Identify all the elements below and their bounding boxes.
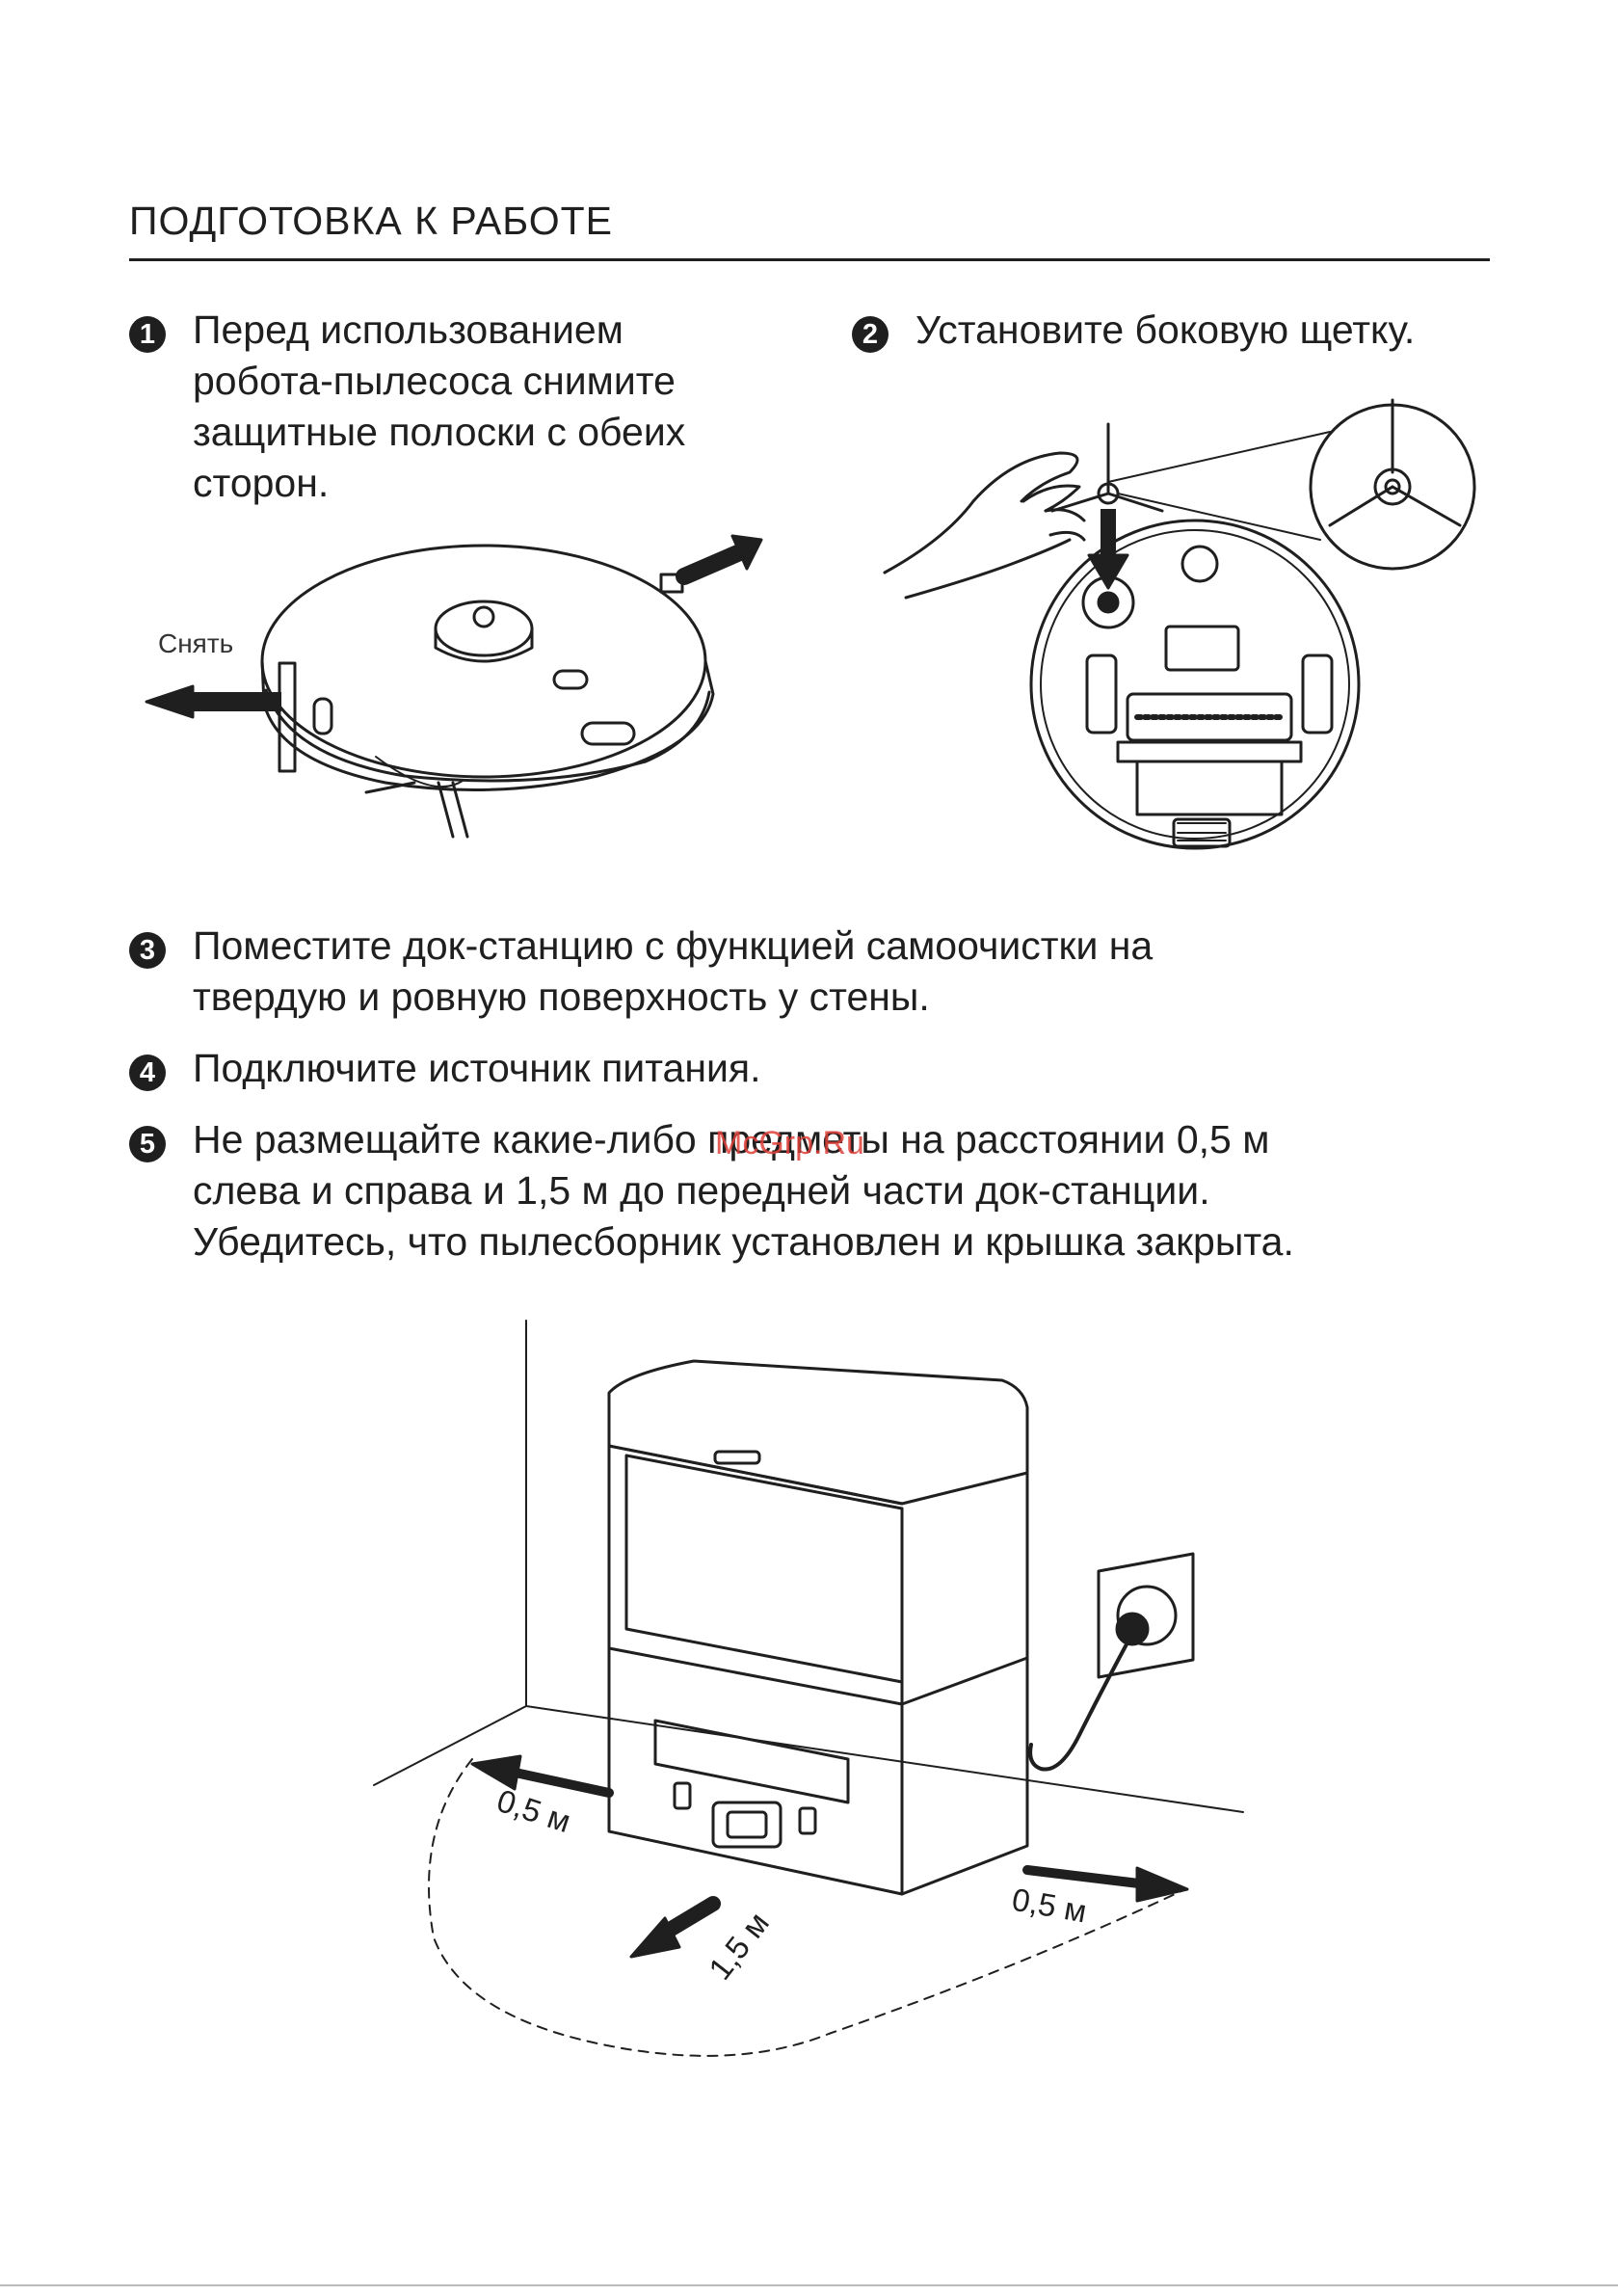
title-rule — [129, 258, 1490, 261]
step-4: 4 Подключите источник питания. — [129, 1043, 760, 1094]
robot-underside-illustration — [1029, 519, 1361, 850]
clearance-zone — [428, 1758, 1186, 2057]
step-4-number: 4 — [129, 1055, 166, 1091]
robot-vacuum-illustration — [260, 544, 715, 839]
hand-illustration — [883, 451, 1086, 600]
right-clearance-arrow — [1022, 1865, 1189, 1903]
power-socket-illustration — [1028, 1552, 1195, 1772]
step-5: 5 Не размещайте какие-либо предметы на р… — [129, 1114, 1294, 1268]
step-3-number: 3 — [129, 932, 166, 969]
step-3-text: Поместите док-станцию с функцией самоочи… — [193, 923, 1154, 1019]
remove-label: Снять — [158, 628, 234, 658]
right-pull-arrow — [676, 534, 763, 585]
left-pull-arrow — [145, 684, 281, 719]
step-4-text: Подключите источник питания. — [193, 1046, 761, 1090]
step-2: 2 Установите боковую щетку. — [852, 305, 1415, 356]
page-bottom-edge — [0, 2284, 1618, 2286]
zoom-callout-illustration — [1107, 398, 1476, 571]
front-clearance-arrow — [629, 1896, 721, 1959]
step-1-text: Перед использованием робота-пылесоса сни… — [193, 307, 686, 505]
step-1-number: 1 — [129, 316, 166, 353]
step-2-number: 2 — [852, 316, 889, 353]
dock-station-illustration — [607, 1359, 1029, 1896]
left-clearance-arrow — [470, 1754, 614, 1798]
step-2-text: Установите боковую щетку. — [915, 307, 1416, 352]
step-5-text: Не размещайте какие-либо предметы на рас… — [193, 1117, 1294, 1264]
page-title: ПОДГОТОВКА К РАБОТЕ — [129, 199, 614, 243]
step-3: 3 Поместите док-станцию с функцией самоо… — [129, 921, 1153, 1023]
watermark: McGrp.Ru — [715, 1125, 864, 1161]
wall-illustration — [373, 1320, 1244, 1813]
step-1: 1 Перед использованием робота-пылесоса с… — [129, 305, 685, 509]
step-5-number: 5 — [129, 1126, 166, 1162]
